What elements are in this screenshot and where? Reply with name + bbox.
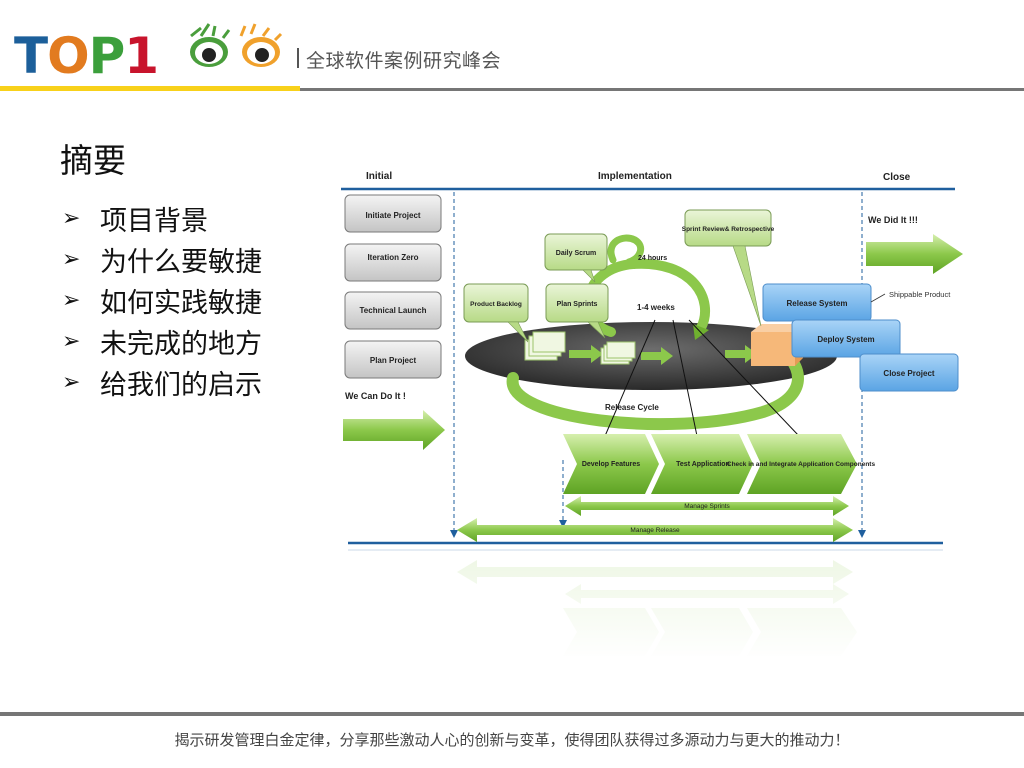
reflection-fade	[333, 546, 973, 660]
we-can-do-it-arrow	[343, 410, 445, 450]
header-title: 全球软件案例研究峰会	[306, 50, 502, 72]
svg-text:Deploy System: Deploy System	[817, 335, 874, 344]
initial-step-initiate-project: Initiate Project	[344, 194, 442, 233]
callout-sprint-review: Sprint Review& Retrospective	[682, 209, 775, 327]
callout-daily-scrum: Daily Scrum	[544, 233, 608, 283]
svg-text:Check in and Integrate Applica: Check in and Integrate Application Compo…	[727, 461, 876, 468]
hours-label: 24 hours	[638, 255, 667, 262]
release-cycle-loop	[506, 339, 804, 431]
bullet-arrow-icon: ➢	[62, 370, 81, 395]
chevron-develop-features: Develop Features	[563, 434, 659, 494]
sprint-stack-icon	[600, 341, 636, 365]
svg-text:Iteration Zero: Iteration Zero	[367, 253, 418, 262]
bullet-item: ➢ 如何实践敏捷	[62, 280, 262, 321]
callout-product-backlog: Product Backlog	[463, 283, 529, 343]
manage-release-arrow: Manage Release	[457, 518, 853, 542]
we-did-it-arrow	[866, 234, 963, 274]
svg-text:Test Application: Test Application	[676, 461, 730, 468]
svg-text:Initiate Project: Initiate Project	[365, 211, 420, 220]
bullet-item: ➢ 为什么要敏捷	[62, 239, 262, 280]
product-backlog-label: Product Backlog	[470, 301, 522, 308]
bullet-text: 给我们的启示	[100, 370, 262, 401]
bullet-item: ➢ 未完成的地方	[62, 321, 262, 362]
logo-text: TOP1	[14, 27, 159, 85]
phase-close-label: Close	[883, 172, 911, 183]
chevron-test-application: Test Application	[651, 434, 753, 494]
connector-develop	[604, 319, 656, 437]
phase-implementation-label: Implementation	[598, 171, 672, 182]
backlog-stack-icon	[524, 331, 566, 361]
header-separator	[297, 48, 299, 68]
shippable-product-label: Shippable Product	[889, 290, 951, 299]
connector-integrate	[688, 319, 800, 437]
sprint-review-label: Sprint Review& Retrospective	[682, 226, 775, 233]
header-rule	[300, 88, 1024, 91]
logo-eyes-icon	[190, 23, 283, 67]
svg-text:Plan Project: Plan Project	[370, 356, 417, 365]
connector-test	[672, 319, 698, 437]
top1-logo: TOP1	[14, 27, 159, 85]
svg-text:Daily Scrum: Daily Scrum	[556, 250, 596, 257]
weeks-label: 1-4 weeks	[637, 303, 675, 312]
we-did-it-label: We Did It !!!	[868, 215, 918, 225]
initial-step-iteration-zero: Iteration Zero	[344, 243, 442, 282]
svg-text:Manage Sprints: Manage Sprints	[684, 503, 730, 510]
svg-text:Technical Launch: Technical Launch	[360, 306, 427, 315]
we-can-do-it-label: We Can Do It !	[345, 391, 406, 401]
bullet-text: 为什么要敏捷	[100, 247, 262, 278]
bullet-list: ➢ 项目背景 ➢ 为什么要敏捷 ➢ 如何实践敏捷 ➢ 未完成的地方 ➢ 给我们的启示	[62, 198, 262, 403]
slide-title: 摘要	[60, 141, 126, 180]
bullet-text: 如何实践敏捷	[100, 288, 262, 319]
bullet-arrow-icon: ➢	[62, 206, 81, 231]
bullet-text: 项目背景	[100, 206, 208, 237]
svg-text:Develop Features: Develop Features	[582, 461, 640, 468]
bullet-text: 未完成的地方	[100, 329, 262, 360]
bullet-arrow-icon: ➢	[62, 329, 81, 354]
close-step-close-project: Close Project	[859, 353, 959, 392]
svg-text:Manage Release: Manage Release	[630, 527, 680, 534]
agile-process-diagram: Initial Implementation Close Initiate Pr…	[333, 171, 973, 660]
callout-plan-sprints: Plan Sprints	[545, 283, 609, 339]
increment-arrow	[725, 345, 757, 363]
close-step-deploy-system: Deploy System	[791, 319, 901, 358]
phase-initial-label: Initial	[366, 171, 392, 182]
release-cycle-label: Release Cycle	[605, 403, 659, 412]
initial-step-technical-launch: Technical Launch	[344, 291, 442, 330]
close-step-release-system: Release System	[762, 283, 872, 322]
bullet-item: ➢ 项目背景	[62, 198, 262, 239]
footer-slogan: 揭示研发管理白金定律，分享那些激动人心的创新与变革，使得团队获得过多源动力与更大…	[174, 731, 850, 749]
shippable-leader	[870, 293, 886, 303]
svg-text:Release System: Release System	[787, 299, 848, 308]
iteration-zero-label: Iteration Zero	[367, 253, 418, 262]
daily-scrum-loop	[607, 234, 645, 266]
bullet-arrow-icon: ➢	[62, 288, 81, 313]
bullet-arrow-icon: ➢	[62, 247, 81, 272]
manage-sprints-arrow: Manage Sprints	[565, 496, 849, 516]
footer-rule	[0, 712, 1024, 716]
header-accent-bar	[0, 86, 300, 91]
svg-text:Plan Sprints: Plan Sprints	[557, 301, 598, 308]
sprint-arrow	[641, 347, 673, 365]
backlog-arrow	[569, 345, 603, 363]
initial-step-plan-project: Plan Project	[344, 340, 442, 379]
chevron-integrate-components: Check in and Integrate Application Compo…	[727, 434, 876, 494]
bullet-item: ➢ 给我们的启示	[62, 362, 262, 403]
svg-text:Close Project: Close Project	[883, 369, 934, 378]
